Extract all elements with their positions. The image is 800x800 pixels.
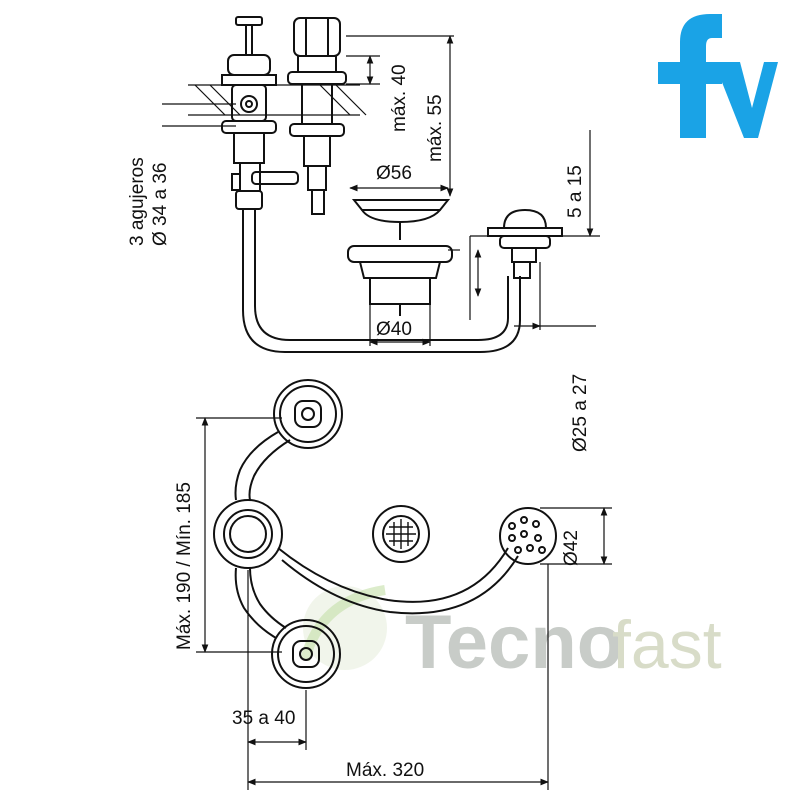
label-35-40: 35 a 40 bbox=[232, 708, 295, 729]
label-max190-min185: Máx. 190 / Mín. 185 bbox=[174, 482, 195, 650]
plan-knob-top bbox=[273, 379, 343, 449]
label-max40: máx. 40 bbox=[389, 64, 410, 132]
label-5-15: 5 a 15 bbox=[565, 165, 586, 218]
spout bbox=[487, 208, 563, 279]
plan-view bbox=[213, 379, 557, 689]
tecnofast-watermark: Tecno fast bbox=[300, 585, 722, 685]
dimension-labels: 3 agujeros Ø 34 a 36 máx. 40 máx. 55 Ø56… bbox=[127, 64, 591, 781]
label-d40: Ø40 bbox=[376, 319, 412, 340]
watermark-part1: Tecno bbox=[405, 600, 623, 685]
elevation-view bbox=[188, 16, 563, 353]
dimension-lines-upper bbox=[162, 35, 600, 346]
label-holes-line1: 3 agujeros bbox=[127, 157, 148, 246]
label-d25-27: Ø25 a 27 bbox=[570, 374, 591, 452]
label-holes-line2: Ø 34 a 36 bbox=[150, 163, 171, 246]
plan-spray-head bbox=[499, 507, 557, 565]
plan-spout-base bbox=[213, 499, 283, 569]
label-d56: Ø56 bbox=[376, 163, 412, 184]
drain-assembly bbox=[347, 199, 453, 316]
fv-logo bbox=[658, 14, 778, 138]
valve-left bbox=[221, 16, 299, 210]
plan-knob-bottom bbox=[271, 619, 341, 689]
dimension-lines-lower bbox=[196, 417, 612, 790]
label-max320: Máx. 320 bbox=[346, 760, 424, 781]
label-d42: Ø42 bbox=[561, 530, 582, 566]
label-max55: máx. 55 bbox=[425, 94, 446, 162]
watermark-part2: fast bbox=[612, 607, 722, 683]
valve-right bbox=[287, 17, 347, 215]
plan-drain bbox=[372, 505, 430, 563]
